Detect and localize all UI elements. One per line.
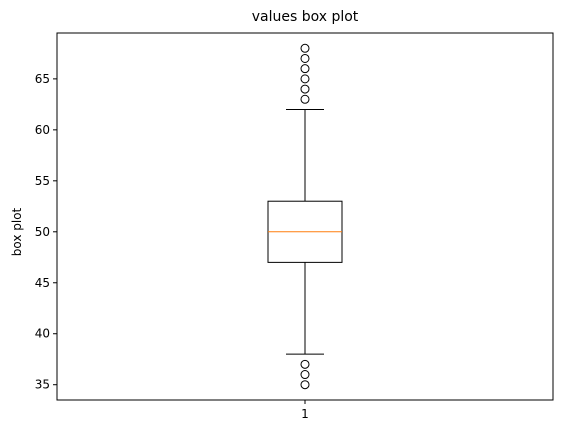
plot-area: 35 40 45 50 55 60 65 1 [35, 43, 343, 421]
outlier-point [300, 380, 310, 390]
outlier-point [300, 84, 310, 94]
outlier-point [300, 94, 310, 104]
y-tick-label: 65 [35, 72, 50, 86]
x-tick-label: 1 [301, 407, 309, 421]
y-axis-label: box plot [10, 207, 24, 256]
chart-title: values box plot [252, 9, 359, 25]
outlier-point [300, 53, 310, 63]
y-tick-label: 40 [35, 327, 50, 341]
outlier-point [300, 370, 310, 380]
y-tick-label: 45 [35, 276, 50, 290]
outlier-point [300, 74, 310, 84]
outlier-point [300, 359, 310, 369]
outlier-point [300, 43, 310, 53]
y-tick-label: 50 [35, 225, 50, 239]
plot-frame [56, 32, 554, 401]
y-tick-label: 35 [35, 378, 50, 392]
y-tick-label: 55 [35, 174, 50, 188]
y-tick-label: 60 [35, 123, 50, 137]
outlier-point [300, 64, 310, 74]
